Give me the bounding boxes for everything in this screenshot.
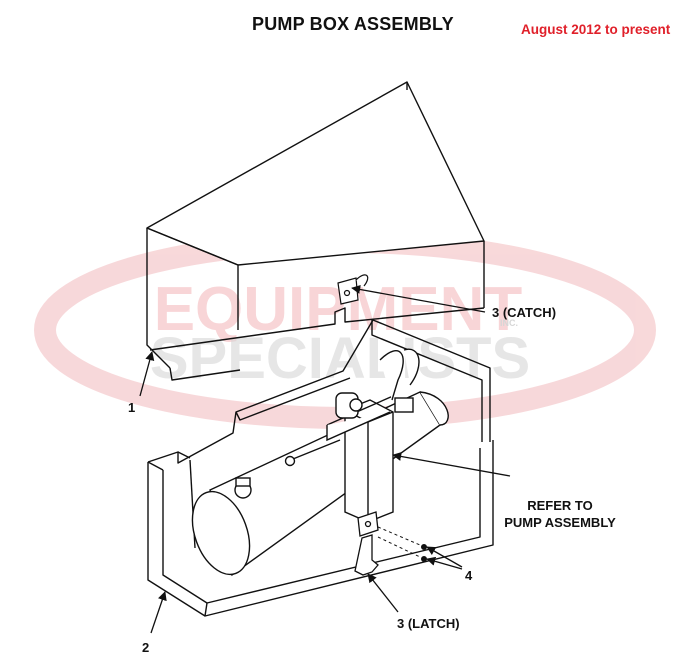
callout-refer-line2: PUMP ASSEMBLY bbox=[504, 515, 616, 530]
box-part bbox=[147, 319, 494, 617]
leader-catch bbox=[351, 284, 486, 313]
callout-part2: 2 bbox=[142, 640, 150, 655]
lid-part bbox=[146, 81, 485, 381]
leader-part2 bbox=[150, 591, 167, 634]
catch-hardware bbox=[337, 274, 369, 305]
page-title: PUMP BOX ASSEMBLY bbox=[252, 14, 454, 34]
callout-catch: 3 (CATCH) bbox=[492, 305, 557, 320]
leader-latch bbox=[367, 573, 399, 613]
leader-part1 bbox=[139, 351, 155, 397]
latch-hardware bbox=[354, 511, 379, 576]
callout-latch: 3 (LATCH) bbox=[397, 616, 460, 631]
watermark-small: INC. bbox=[500, 318, 518, 328]
leader-lines bbox=[139, 284, 511, 634]
callout-refer-line1: REFER TO bbox=[527, 498, 593, 513]
screws bbox=[377, 526, 427, 562]
pump-assembly bbox=[284, 348, 420, 523]
watermark-logo: EQUIPMENT SPECIALISTS INC. bbox=[34, 231, 656, 429]
callout-part1: 1 bbox=[128, 400, 136, 415]
leader-part4-a bbox=[426, 546, 463, 568]
leader-part4-b bbox=[426, 556, 463, 570]
callout-part4: 4 bbox=[465, 568, 473, 583]
leader-refer bbox=[392, 451, 511, 477]
date-range: August 2012 to present bbox=[521, 22, 671, 37]
